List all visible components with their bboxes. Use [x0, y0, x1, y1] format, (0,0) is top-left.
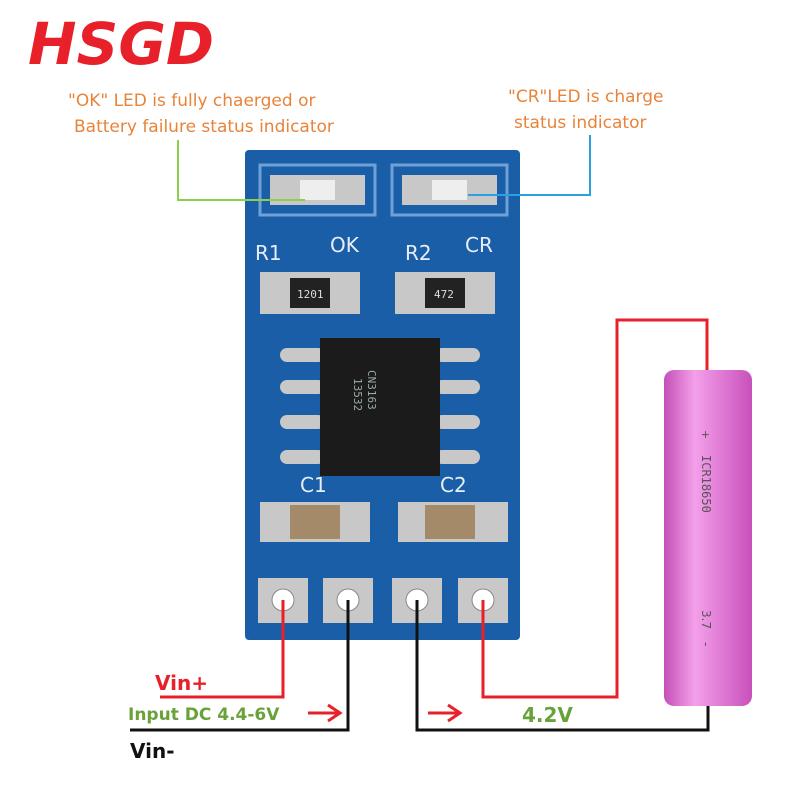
resistor-r2 — [425, 278, 465, 308]
cr-leader-line — [468, 135, 591, 196]
ok-led-annotation-line1: "OK" LED is fully chaerged or — [68, 91, 315, 111]
logo: HSGD — [28, 10, 214, 78]
output-voltage-label: 4.2V — [522, 703, 573, 727]
vin-minus-wire — [130, 600, 350, 732]
arrow-icon — [428, 703, 463, 723]
ok-led — [300, 180, 335, 200]
cr-label: CR — [465, 233, 493, 257]
vin-minus-label: Vin- — [130, 739, 175, 763]
ic-chip — [320, 338, 440, 476]
battery-voltage: 3.7 — [699, 610, 713, 629]
c1-label: C1 — [300, 473, 327, 497]
pcb-board: R1 OK R2 CR 1201 472 CN3163 13532 C1 C2 — [245, 150, 520, 640]
c2-label: C2 — [440, 473, 467, 497]
battery-minus: - — [699, 642, 713, 646]
r1-label: R1 — [255, 241, 282, 265]
vin-plus-wire — [160, 600, 285, 699]
r2-value: 472 — [434, 288, 454, 301]
ok-led-annotation-line2: Battery failure status indicator — [74, 117, 334, 137]
r1-value: 1201 — [297, 288, 324, 301]
chip-label: CN3163 — [365, 370, 378, 410]
resistor-r1 — [290, 278, 330, 308]
ok-label: OK — [330, 233, 360, 257]
cr-led-annotation-line2: status indicator — [514, 113, 646, 133]
bat-plus-wire — [481, 318, 709, 699]
cr-led — [432, 180, 467, 200]
input-voltage-label: Input DC 4.4-6V — [128, 705, 280, 725]
arrow-icon — [308, 703, 343, 723]
capacitor-c2 — [425, 505, 475, 539]
chip-lot: 13532 — [351, 378, 364, 411]
battery-plus: + — [699, 430, 712, 439]
bat-minus-wire — [415, 600, 710, 732]
battery-18650: + ICR18650 3.7 - — [664, 370, 752, 706]
capacitor-c1 — [290, 505, 340, 539]
r2-label: R2 — [405, 241, 432, 265]
cr-led-annotation-line1: "CR"LED is charge — [508, 87, 664, 107]
ok-leader-line — [177, 140, 305, 201]
vin-plus-label: Vin+ — [155, 671, 208, 695]
battery-model: ICR18650 — [699, 455, 713, 513]
